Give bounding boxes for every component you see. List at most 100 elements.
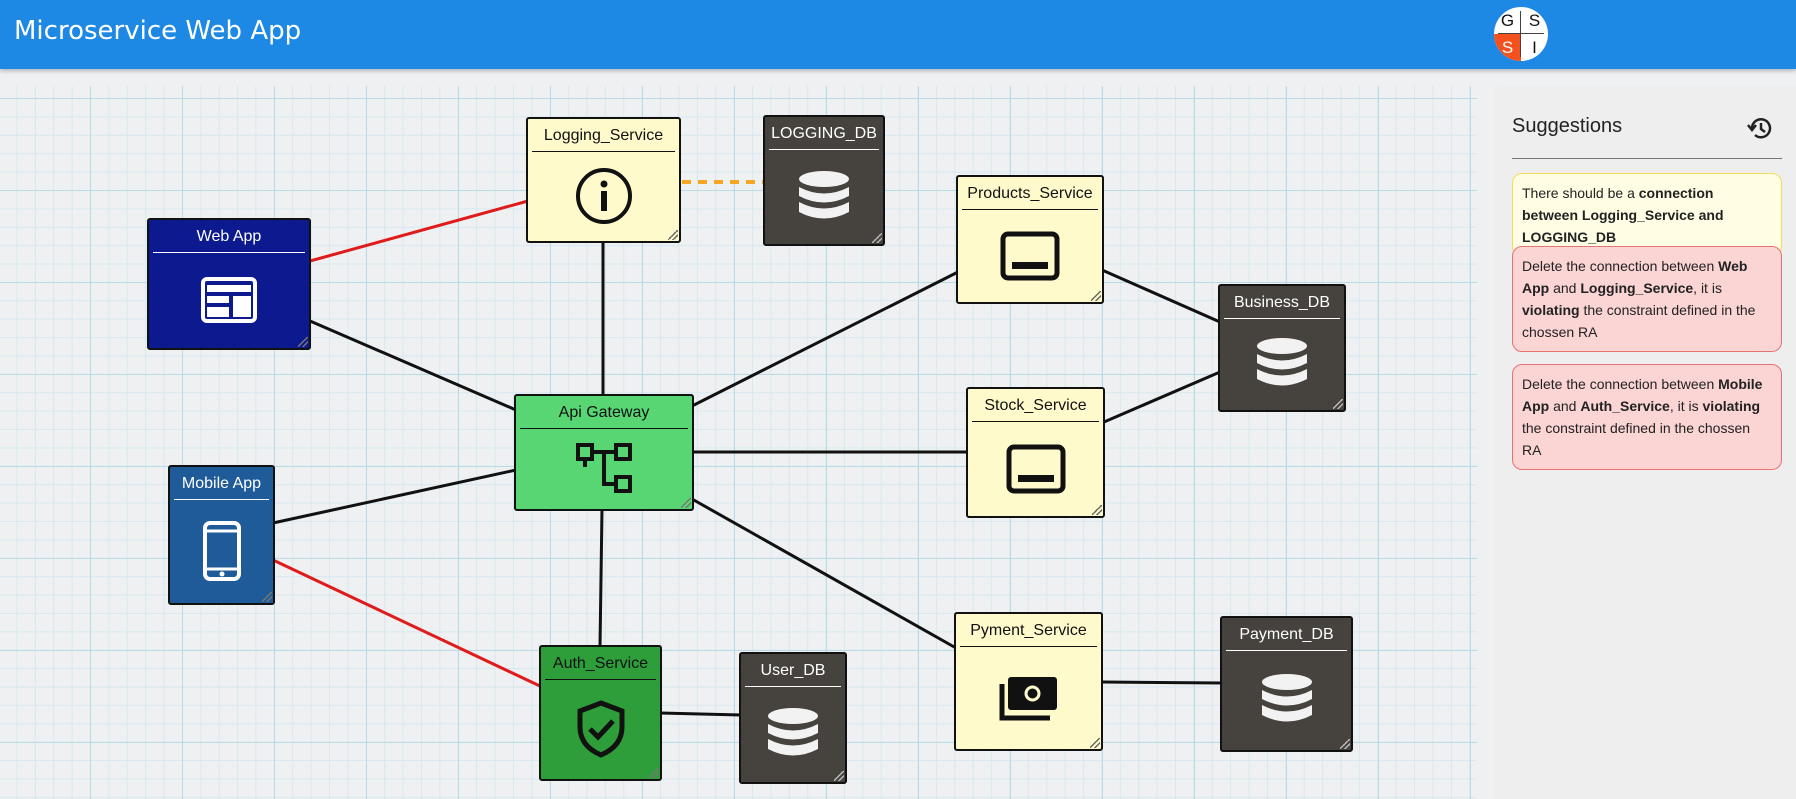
suggestion-delete-webapp-logging[interactable]: Delete the connection between Web App an… xyxy=(1512,246,1782,352)
node-label: Web App xyxy=(196,228,262,245)
node-separator xyxy=(174,499,269,500)
resize-handle[interactable] xyxy=(1340,739,1350,749)
node-payment-db[interactable]: Payment_DB xyxy=(1220,616,1353,752)
node-separator xyxy=(745,686,841,687)
node-stock-service[interactable]: Stock_Service xyxy=(966,387,1105,518)
history-icon[interactable] xyxy=(1746,114,1774,142)
resize-handle[interactable] xyxy=(872,233,882,243)
suggestion-text: , it is xyxy=(1669,398,1703,414)
node-products-service[interactable]: Products_Service xyxy=(956,175,1104,304)
node-label: Payment_DB xyxy=(1239,626,1334,643)
suggestion-emphasis: Logging_Service xyxy=(1580,280,1694,296)
node-separator xyxy=(520,428,688,429)
edge-stock-businessdb[interactable] xyxy=(1103,370,1221,424)
database-icon xyxy=(1220,324,1344,404)
database-icon xyxy=(1222,656,1351,744)
resize-handle[interactable] xyxy=(1092,505,1102,515)
resize-handle[interactable] xyxy=(262,592,272,602)
suggestion-add-connection[interactable]: There should be a connection between Log… xyxy=(1512,173,1782,257)
resize-handle[interactable] xyxy=(1090,738,1100,748)
node-separator xyxy=(545,679,656,680)
node-separator xyxy=(972,421,1099,422)
edge-products-businessdb[interactable] xyxy=(1101,268,1221,324)
suggestion-text: , it is xyxy=(1693,280,1722,296)
node-pyment-service[interactable]: Pyment_Service xyxy=(954,612,1103,751)
money-icon xyxy=(956,652,1101,743)
edge-auth-userdb[interactable] xyxy=(659,711,742,717)
node-label: User_DB xyxy=(760,662,826,679)
web-layout-icon xyxy=(149,258,309,342)
node-separator xyxy=(532,151,675,152)
node-separator xyxy=(1224,318,1340,319)
top-app-bar: Microservice Web App G S S I xyxy=(0,0,1796,69)
database-icon xyxy=(741,692,845,776)
node-label: Api Gateway xyxy=(558,404,650,421)
info-icon xyxy=(528,157,679,235)
resize-handle[interactable] xyxy=(298,337,308,347)
logo-letter-g: G xyxy=(1500,11,1515,30)
node-logging-db[interactable]: LOGGING_DB xyxy=(763,115,885,246)
node-separator xyxy=(962,209,1098,210)
logo-letter-s-top: S xyxy=(1528,11,1541,30)
window-icon xyxy=(958,215,1102,296)
database-icon xyxy=(765,155,883,238)
node-web-app[interactable]: Web App xyxy=(147,218,311,350)
edges-layer xyxy=(272,180,1223,717)
node-user-db[interactable]: User_DB xyxy=(739,652,847,784)
edge-pyment-paymentdb[interactable] xyxy=(1101,680,1223,685)
logo-letter-s-bottom: S xyxy=(1494,34,1521,61)
suggestion-emphasis: violating xyxy=(1702,398,1761,414)
suggestion-emphasis: violating xyxy=(1522,302,1580,318)
node-logging-service[interactable]: Logging_Service xyxy=(526,117,681,243)
edge-mobile-auth[interactable] xyxy=(272,558,543,689)
node-auth-service[interactable]: Auth_Service xyxy=(539,645,662,781)
suggestion-text: and xyxy=(1549,280,1581,296)
node-separator xyxy=(1226,650,1347,651)
node-separator xyxy=(153,252,305,253)
resize-handle[interactable] xyxy=(668,230,678,240)
logo-divider-h xyxy=(1498,33,1544,34)
edge-mobile-gateway[interactable] xyxy=(272,468,517,525)
panel-title: Suggestions xyxy=(1512,115,1623,137)
suggestion-emphasis: Mobile App xyxy=(1522,376,1763,414)
resize-handle[interactable] xyxy=(834,771,844,781)
node-label: Pyment_Service xyxy=(970,622,1087,639)
suggestion-emphasis: Web App xyxy=(1522,258,1748,296)
edge-gateway-products[interactable] xyxy=(691,270,959,408)
suggestion-emphasis: connection between Logging_Service and L… xyxy=(1522,185,1724,245)
node-separator xyxy=(960,646,1097,647)
suggestions-panel: Suggestions There should be a connection… xyxy=(1494,86,1796,799)
node-label: Stock_Service xyxy=(984,397,1087,414)
logo-divider-v xyxy=(1520,11,1521,57)
resize-handle[interactable] xyxy=(649,768,659,778)
edge-gateway-auth[interactable] xyxy=(598,508,604,648)
window-icon xyxy=(968,427,1103,510)
node-api-gateway[interactable]: Api Gateway xyxy=(514,394,694,511)
logo-letter-i: I xyxy=(1532,38,1537,57)
resize-handle[interactable] xyxy=(1333,399,1343,409)
app-title: Microservice Web App xyxy=(14,16,302,46)
suggestion-text: the constraint defined in the chossen RA xyxy=(1522,420,1751,458)
hierarchy-icon xyxy=(516,434,692,503)
node-business-db[interactable]: Business_DB xyxy=(1218,284,1346,412)
suggestion-delete-mobile-auth[interactable]: Delete the connection between Mobile App… xyxy=(1512,364,1782,470)
suggestion-text: and xyxy=(1549,398,1581,414)
node-separator xyxy=(769,149,879,150)
suggestion-emphasis: Auth_Service xyxy=(1580,398,1670,414)
edge-webapp-logging[interactable] xyxy=(309,199,529,263)
node-label: Products_Service xyxy=(967,185,1093,202)
edge-webapp-gateway[interactable] xyxy=(309,319,517,412)
node-label: Auth_Service xyxy=(552,655,649,672)
resize-handle[interactable] xyxy=(1091,291,1101,301)
node-label: LOGGING_DB xyxy=(771,125,877,142)
shield-check-icon xyxy=(541,685,660,773)
suggestion-text: Delete the connection between xyxy=(1522,376,1719,392)
gssi-logo[interactable]: G S S I xyxy=(1494,7,1548,61)
smartphone-icon xyxy=(170,505,273,597)
resize-handle[interactable] xyxy=(681,498,691,508)
diagram-canvas[interactable]: Logging_Service LOGGING_DB Web App Produ… xyxy=(0,86,1477,799)
node-label: Logging_Service xyxy=(543,127,664,144)
edge-gateway-pyment[interactable] xyxy=(691,497,957,650)
node-mobile-app[interactable]: Mobile App xyxy=(168,465,275,605)
suggestion-text: Delete the connection between xyxy=(1522,258,1719,274)
